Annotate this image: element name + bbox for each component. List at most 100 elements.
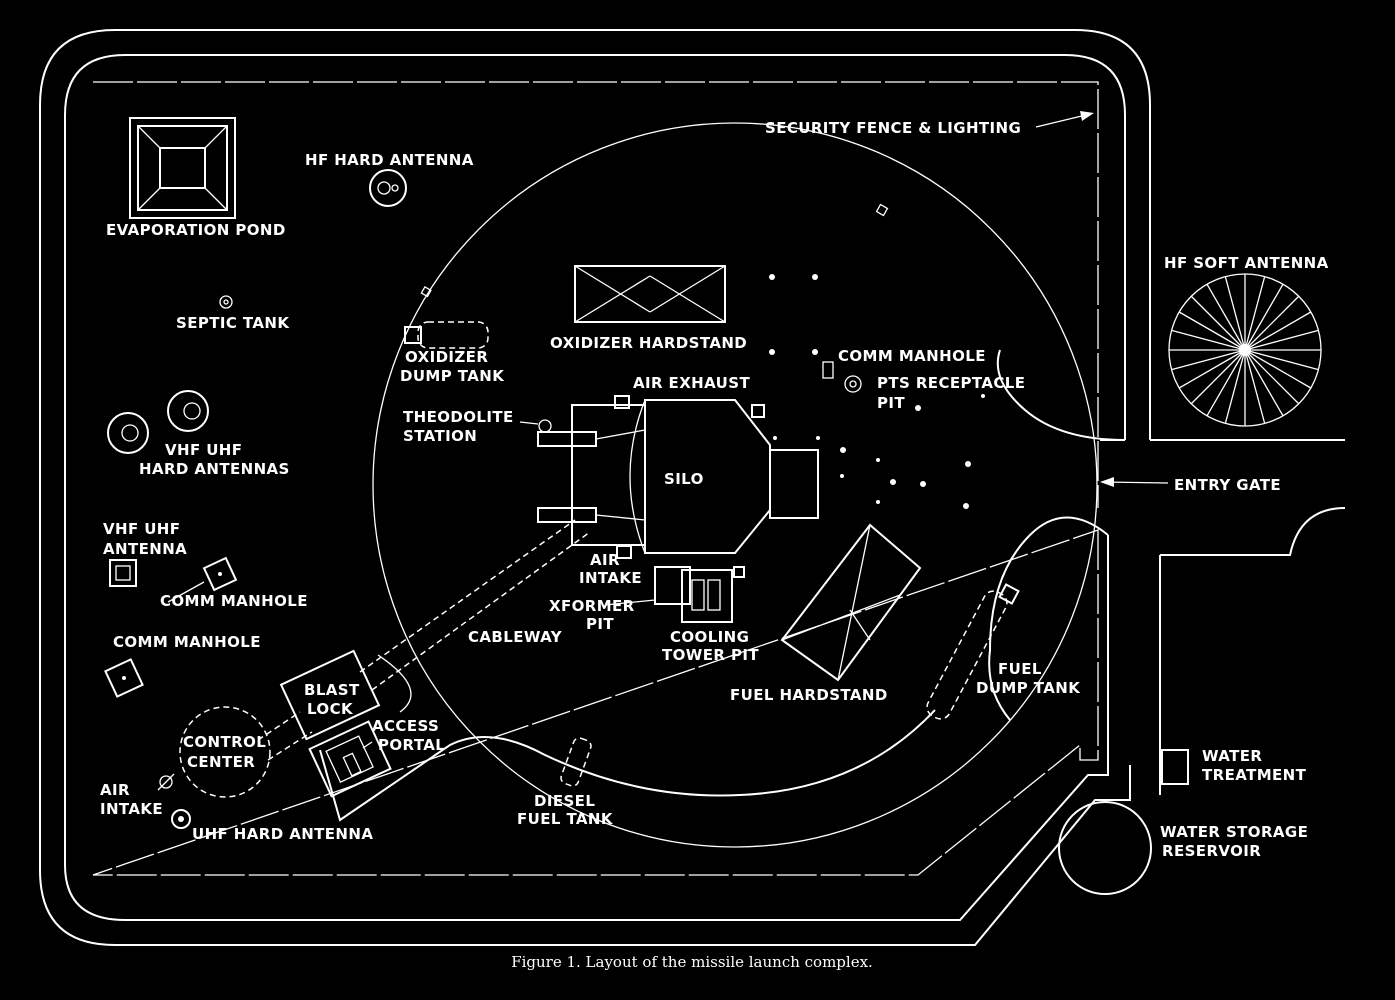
- antenna-spoke: [1190, 295, 1246, 351]
- label-cableway: CABLEWAY: [468, 628, 563, 646]
- label-xformer-pit-1: XFORMER: [549, 597, 635, 615]
- label-security-fence: SECURITY FENCE & LIGHTING: [765, 119, 1021, 137]
- label-vhf-uhf-antenna-2: ANTENNA: [103, 540, 187, 558]
- comm-manhole-left-symbol: [104, 658, 144, 698]
- perimeter-road: [39, 29, 1346, 946]
- label-blast-lock-1: BLAST: [304, 681, 360, 699]
- label-fuel-dump-2: DUMP TANK: [976, 679, 1081, 697]
- label-vhf-uhf-hard-2: HARD ANTENNAS: [139, 460, 290, 478]
- water-storage-reservoir-symbol: [1058, 801, 1152, 895]
- label-cooling-tower-2: TOWER PIT: [662, 646, 759, 664]
- septic-tank-symbol: [219, 295, 233, 309]
- lighting-points: [420, 203, 985, 509]
- fuel-dump-tank-symbol: [926, 583, 1020, 720]
- hf-hard-antenna-symbol: [369, 169, 407, 207]
- antenna-spoke: [1244, 349, 1319, 371]
- label-comm-manhole-mid: COMM MANHOLE: [160, 592, 308, 610]
- cooling-tower-pit-symbol: [681, 566, 745, 623]
- theodolite-station-symbol: [519, 419, 552, 433]
- label-xformer-pit-2: PIT: [586, 615, 614, 633]
- leader-lines: [167, 111, 1169, 749]
- vhf-uhf-hard-antennas-symbol: [107, 390, 209, 454]
- antenna-spoke: [1244, 349, 1284, 417]
- xformer-pit-symbol: [654, 566, 691, 605]
- air-intake-cc-symbol: [157, 773, 175, 791]
- antenna-spoke: [1206, 349, 1246, 417]
- label-fuel-hardstand: FUEL HARDSTAND: [730, 686, 888, 704]
- label-diesel-fuel-tank-2: FUEL TANK: [517, 810, 614, 828]
- label-uhf-hard-antenna: UHF HARD ANTENNA: [192, 825, 373, 843]
- blast-lock-symbol: [279, 649, 381, 741]
- label-oxidizer-dump-1: OXIDIZER: [405, 348, 488, 366]
- label-diesel-fuel-tank-1: DIESEL: [534, 792, 595, 810]
- label-vhf-uhf-hard-1: VHF UHF: [165, 441, 242, 459]
- label-theodolite-1: THEODOLITE: [403, 408, 514, 426]
- uhf-hard-antenna-symbol: [171, 809, 191, 829]
- label-water-treatment-2: TREATMENT: [1202, 766, 1307, 784]
- label-oxidizer-dump-2: DUMP TANK: [400, 367, 505, 385]
- security-fence: [92, 81, 1099, 876]
- antenna-spoke: [1190, 349, 1246, 405]
- label-cooling-tower-1: COOLING: [670, 628, 749, 646]
- access-portal-symbol: [308, 720, 392, 798]
- oxidizer-hardstand-symbol: [574, 265, 726, 323]
- silo-structure: [537, 395, 819, 559]
- label-blast-lock-2: LOCK: [307, 700, 354, 718]
- antenna-spoke: [1224, 276, 1246, 351]
- hf-soft-antenna-symbol: [1168, 273, 1322, 427]
- label-water-storage-1: WATER STORAGE: [1160, 823, 1308, 841]
- label-fuel-dump-1: FUEL: [998, 660, 1042, 678]
- label-water-storage-2: RESERVOIR: [1162, 842, 1261, 860]
- antenna-spoke: [1244, 311, 1312, 351]
- pts-receptacle-pit-symbol: [844, 375, 862, 393]
- water-treatment-symbol: [1161, 749, 1189, 785]
- label-comm-manhole-top: COMM MANHOLE: [838, 347, 986, 365]
- comm-manhole-top-symbol: [822, 361, 834, 379]
- fuel-hardstand-symbol: [780, 523, 922, 682]
- label-air-intake-silo-2: INTAKE: [579, 569, 642, 587]
- antenna-spoke: [1224, 349, 1246, 424]
- label-air-intake-silo-1: AIR: [590, 551, 620, 569]
- antenna-spoke: [1171, 329, 1246, 351]
- diesel-fuel-tank-symbol: [560, 737, 592, 787]
- label-air-intake-cc-1: AIR: [100, 781, 130, 799]
- figure-caption: Figure 1. Layout of the missile launch c…: [511, 953, 873, 971]
- antenna-spoke: [1206, 283, 1246, 351]
- silo-area-circle: [372, 122, 1098, 848]
- cableway-symbol: [257, 519, 591, 761]
- antenna-spoke: [1244, 349, 1266, 424]
- control-center-symbol: [179, 706, 271, 798]
- antenna-spoke: [1244, 329, 1319, 351]
- inner-road: [319, 709, 936, 822]
- antenna-spoke: [1171, 349, 1246, 371]
- antenna-spoke: [1244, 349, 1300, 405]
- diagram-labels: SECURITY FENCE & LIGHTING HF HARD ANTENN…: [100, 119, 1329, 860]
- label-access-portal-1: ACCESS: [372, 717, 439, 735]
- comm-manhole-mid-symbol: [202, 556, 238, 592]
- antenna-spoke: [1244, 276, 1266, 351]
- antenna-spoke: [1178, 349, 1246, 389]
- label-septic-tank: SEPTIC TANK: [176, 314, 290, 332]
- label-theodolite-2: STATION: [403, 427, 477, 445]
- antenna-spoke: [1244, 295, 1300, 351]
- label-hf-hard-antenna: HF HARD ANTENNA: [305, 151, 474, 169]
- label-control-center-1: CONTROL: [183, 733, 266, 751]
- antenna-spoke: [1178, 311, 1246, 351]
- label-comm-manhole-left: COMM MANHOLE: [113, 633, 261, 651]
- label-pts-receptacle-1: PTS RECEPTACLE: [877, 374, 1025, 392]
- label-silo: SILO: [664, 470, 704, 488]
- antenna-spoke: [1244, 349, 1312, 389]
- label-hf-soft-antenna: HF SOFT ANTENNA: [1164, 254, 1329, 272]
- label-entry-gate: ENTRY GATE: [1174, 476, 1281, 494]
- label-evaporation-pond: EVAPORATION POND: [106, 221, 286, 239]
- label-vhf-uhf-antenna-1: VHF UHF: [103, 520, 180, 538]
- label-control-center-2: CENTER: [187, 753, 255, 771]
- oxidizer-dump-tank-symbol: [404, 321, 489, 349]
- vhf-uhf-antenna-symbol: [109, 559, 137, 587]
- antenna-spoke: [1244, 283, 1284, 351]
- label-air-exhaust: AIR EXHAUST: [633, 374, 750, 392]
- label-access-portal-2: PORTAL: [378, 736, 445, 754]
- label-water-treatment-1: WATER: [1202, 747, 1262, 765]
- label-air-intake-cc-2: INTAKE: [100, 800, 163, 818]
